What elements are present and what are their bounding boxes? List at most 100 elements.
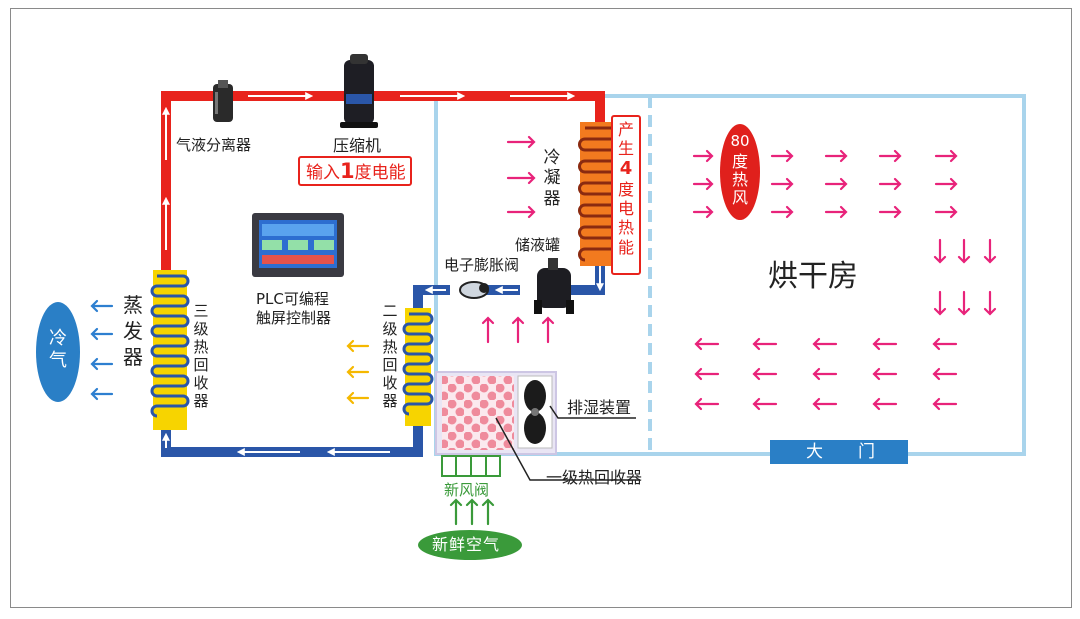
arrow-icon	[506, 171, 536, 185]
heat-output-post: 度电热能	[617, 179, 634, 257]
energy-input-label: 输入1度电能	[306, 161, 406, 182]
arrow-icon	[541, 316, 555, 344]
evaporator-label: 蒸发器	[123, 293, 143, 369]
arrow-icon	[770, 149, 794, 163]
arrow-icon	[878, 205, 902, 219]
arrow-icon	[983, 238, 997, 264]
arrow-icon	[824, 149, 848, 163]
energy-input-post: 度电能	[354, 163, 406, 183]
arrow-icon	[692, 149, 714, 163]
arrow-icon	[812, 337, 838, 351]
heat-output-label: 产生 4 度电热能	[616, 120, 636, 257]
plc-label-line1: PLC可编程	[256, 290, 329, 308]
heat-output-pre: 产生	[617, 120, 634, 159]
arrow-icon	[506, 135, 536, 149]
evaporator-coil	[150, 270, 190, 430]
heat-output-num: 4	[619, 158, 633, 180]
arrow-icon	[511, 316, 525, 344]
arrow-icon	[812, 367, 838, 381]
recovery1-dots	[442, 376, 514, 450]
arrow-icon	[692, 177, 714, 191]
arrow-icon	[934, 149, 958, 163]
cold-air-label: 冷气	[49, 328, 67, 371]
dehumidifier-fan-icon	[517, 375, 553, 449]
arrow-icon	[934, 177, 958, 191]
arrow-icon	[90, 327, 114, 341]
arrow-icon	[932, 397, 958, 411]
arrow-icon	[957, 290, 971, 316]
hot-pipe	[161, 91, 605, 272]
arrow-icon	[90, 387, 114, 401]
arrow-icon	[932, 337, 958, 351]
arrow-icon	[449, 498, 463, 526]
condenser-label: 冷凝器	[543, 148, 561, 209]
fresh-air-valve-label: 新风阀	[444, 481, 490, 499]
arrow-icon	[872, 367, 898, 381]
arrow-icon	[878, 149, 902, 163]
recovery2-coil	[402, 308, 434, 426]
receiver-label: 储液罐	[515, 236, 561, 254]
leader-lines	[495, 405, 640, 481]
arrow-icon	[933, 290, 947, 316]
arrow-icon	[694, 397, 720, 411]
arrow-icon	[934, 205, 958, 219]
arrow-icon	[872, 397, 898, 411]
hot-air-num: 80	[730, 132, 750, 150]
arrow-icon	[752, 397, 778, 411]
arrow-icon	[770, 177, 794, 191]
arrow-icon	[90, 357, 114, 371]
arrow-icon	[90, 299, 114, 313]
energy-input-num: 1	[340, 159, 355, 183]
compressor-label: 压缩机	[333, 136, 382, 155]
separator-label: 气液分离器	[176, 136, 252, 154]
hot-air-text: 度热风	[731, 152, 748, 207]
compressor-icon	[340, 54, 378, 128]
arrow-icon	[694, 337, 720, 351]
receiver-tank-icon	[534, 258, 574, 314]
fresh-air-badge	[418, 530, 522, 560]
hot-air-badge	[720, 124, 760, 220]
recovery3-label: 三级热回收器	[193, 302, 209, 410]
recovery1-label: 一级热回收器	[546, 468, 643, 487]
gate-label-b: 门	[858, 442, 875, 462]
arrow-icon	[481, 498, 495, 526]
heat-output-box	[611, 115, 641, 275]
arrow-icon	[932, 367, 958, 381]
arrow-icon	[933, 238, 947, 264]
arrow-icon	[957, 238, 971, 264]
dehumidifier-label: 排湿装置	[567, 398, 632, 417]
arrow-icon	[506, 205, 536, 219]
gate-bar	[770, 440, 908, 464]
airflow-arrows	[90, 135, 997, 526]
drying-room-label: 烘干房	[768, 259, 858, 294]
arrow-icon	[346, 339, 370, 353]
energy-input-box	[298, 156, 412, 186]
arrow-icon	[346, 391, 370, 405]
recovery2-label: 二级热回收器	[382, 302, 398, 410]
arrow-icon	[824, 177, 848, 191]
expansion-valve-icon	[459, 281, 489, 299]
separator-tank-icon	[213, 80, 233, 122]
gate-label-a: 大	[806, 442, 823, 462]
arrow-icon	[878, 177, 902, 191]
arrow-icon	[752, 367, 778, 381]
fresh-air-valve-grid	[441, 455, 501, 477]
arrow-icon	[692, 205, 714, 219]
cold-air-badge	[36, 302, 80, 402]
arrow-icon	[872, 337, 898, 351]
fresh-air-label: 新鲜空气	[432, 535, 501, 554]
arrow-icon	[481, 316, 495, 344]
plc-label-line2: 触屏控制器	[256, 309, 332, 327]
arrow-icon	[812, 397, 838, 411]
expansion-valve-label: 电子膨胀阀	[444, 256, 520, 274]
arrow-icon	[694, 367, 720, 381]
arrow-icon	[752, 337, 778, 351]
arrow-icon	[983, 290, 997, 316]
arrow-icon	[346, 365, 370, 379]
energy-input-pre: 输入	[306, 163, 340, 183]
arrow-icon	[465, 498, 479, 526]
outer-frame	[10, 8, 1072, 608]
plc-screen-icon	[252, 213, 344, 277]
